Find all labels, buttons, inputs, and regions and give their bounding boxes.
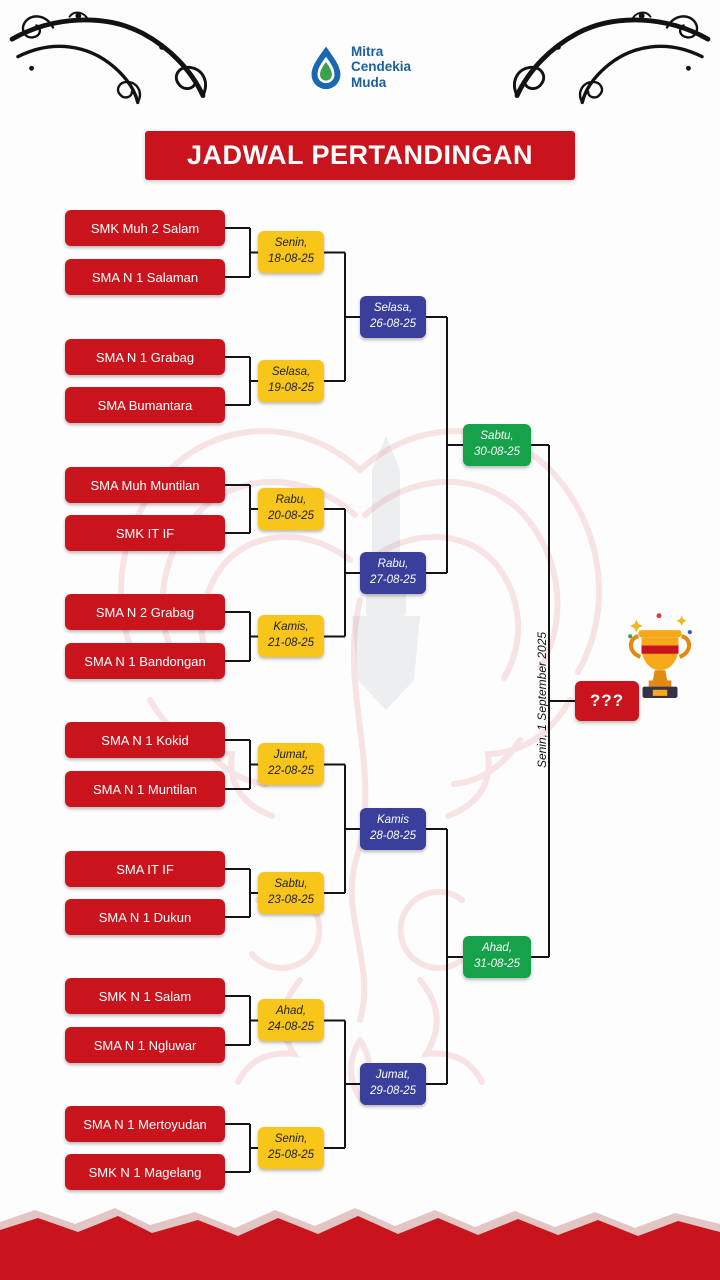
date-day: Senin, <box>274 237 308 250</box>
team-box: SMK IT IF <box>65 515 225 551</box>
logo-line-3: Muda <box>350 74 387 90</box>
title-banner: JADWAL PERTANDINGAN <box>145 131 575 180</box>
team-box: SMA IT IF <box>65 851 225 887</box>
round2-date-box: Kamis 28-08-25 <box>360 808 426 850</box>
date-value: 30-08-25 <box>473 446 521 458</box>
logo-drop-icon <box>311 46 341 90</box>
date-day: Rabu, <box>377 558 409 571</box>
date-day: Ahad, <box>481 942 513 955</box>
date-day: Senin, <box>274 1133 308 1146</box>
date-day: Rabu, <box>275 494 307 507</box>
date-value: 27-08-25 <box>369 574 417 586</box>
semifinal-date-box: Ahad, 31-08-25 <box>463 936 531 978</box>
date-day: Kamis <box>377 814 409 827</box>
corner-flourish-left-icon <box>9 11 207 105</box>
date-value: 25-08-25 <box>267 1149 315 1161</box>
date-day: Selasa, <box>373 302 413 315</box>
corner-flourish-right-icon <box>513 11 711 105</box>
match-date-box: Kamis, 21-08-25 <box>258 615 324 657</box>
date-day: Kamis, <box>273 621 309 634</box>
team-box: SMA N 1 Salaman <box>65 259 225 295</box>
date-day: Sabtu, <box>480 430 514 443</box>
match-date-box: Sabtu, 23-08-25 <box>258 872 324 914</box>
date-value: 29-08-25 <box>369 1085 417 1097</box>
team-box: SMA N 1 Mertoyudan <box>65 1106 225 1142</box>
team-box: SMK N 1 Salam <box>65 978 225 1014</box>
date-value: 28-08-25 <box>369 830 417 842</box>
date-value: 18-08-25 <box>267 253 315 265</box>
date-day: Jumat, <box>375 1069 411 1082</box>
match-date-box: Senin, 25-08-25 <box>258 1127 324 1169</box>
date-value: 23-08-25 <box>267 894 315 906</box>
logo-line-2: Cendekia <box>350 59 412 75</box>
team-box: SMA N 1 Muntilan <box>65 771 225 807</box>
team-box: SMA Muh Muntilan <box>65 467 225 503</box>
team-box: SMA N 1 Kokid <box>65 722 225 758</box>
date-value: 31-08-25 <box>473 958 521 970</box>
round2-date-box: Rabu, 27-08-25 <box>360 552 426 594</box>
match-date-box: Senin, 18-08-25 <box>258 231 324 273</box>
match-date-box: Jumat, 22-08-25 <box>258 743 324 785</box>
team-box: SMA N 1 Dukun <box>65 899 225 935</box>
team-box: SMA N 1 Grabag <box>65 339 225 375</box>
team-box: SMA N 1 Ngluwar <box>65 1027 225 1063</box>
team-box: SMA N 2 Grabag <box>65 594 225 630</box>
torn-paper-edge <box>0 1208 720 1280</box>
date-value: 19-08-25 <box>267 382 315 394</box>
date-value: 20-08-25 <box>267 510 315 522</box>
team-box: SMK N 1 Magelang <box>65 1154 225 1190</box>
logo-line-1: Mitra <box>350 44 384 60</box>
logo-text: Mitra Cendekia Muda <box>351 44 411 89</box>
match-date-box: Rabu, 20-08-25 <box>258 488 324 530</box>
date-value: 24-08-25 <box>267 1021 315 1033</box>
date-day: Selasa, <box>271 366 311 379</box>
final-date-vertical: Senin, 1 September 2025 <box>535 631 549 769</box>
match-date-box: Selasa, 19-08-25 <box>258 360 324 402</box>
logo: Mitra Cendekia Muda <box>309 44 411 90</box>
round2-date-box: Jumat, 29-08-25 <box>360 1063 426 1105</box>
date-value: 26-08-25 <box>369 318 417 330</box>
date-value: 21-08-25 <box>267 637 315 649</box>
team-box: SMA Bumantara <box>65 387 225 423</box>
match-date-box: Ahad, 24-08-25 <box>258 999 324 1041</box>
round2-date-box: Selasa, 26-08-25 <box>360 296 426 338</box>
date-day: Jumat, <box>273 749 309 762</box>
team-box: SMK Muh 2 Salam <box>65 210 225 246</box>
date-day: Sabtu, <box>274 878 308 891</box>
date-day: Ahad, <box>275 1005 307 1018</box>
team-box: SMA N 1 Bandongan <box>65 643 225 679</box>
semifinal-date-box: Sabtu, 30-08-25 <box>463 424 531 466</box>
date-value: 22-08-25 <box>267 765 315 777</box>
final-winner-box: ??? <box>575 681 639 721</box>
